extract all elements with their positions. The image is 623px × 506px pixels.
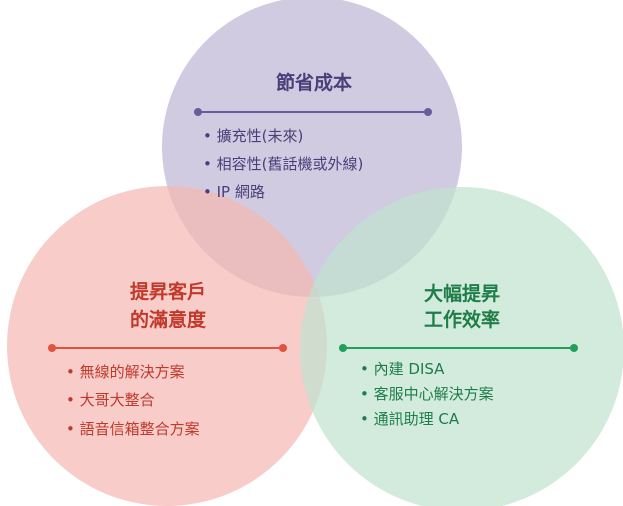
bullet-icon: • [360, 410, 374, 428]
left-circle-title-line1: 提昇客戶 [130, 280, 206, 303]
left-divider [48, 344, 287, 352]
top-circle-title: 節省成本 [276, 71, 352, 94]
top-item-scalability: • 擴充性(未來) [203, 127, 303, 145]
top-item-ip-network: • IP 網路 [203, 183, 265, 201]
circle-customer-satisfaction [7, 186, 327, 506]
right-item-ca: • 通訊助理 CA [360, 410, 460, 428]
bullet-icon: • [360, 360, 374, 378]
left-item-mobile: • 大哥大整合 [66, 391, 155, 409]
bullet-icon: • [360, 385, 374, 403]
top-item-compatibility: • 相容性(舊話機或外線) [203, 155, 363, 173]
right-circle-title-line1: 大幅提昇 [424, 282, 500, 305]
left-item-wireless: • 無線的解決方案 [66, 363, 185, 381]
bullet-icon: • [66, 363, 80, 381]
bullet-icon: • [66, 391, 80, 409]
right-item-call-center: • 客服中心解決方案 [360, 385, 494, 403]
right-divider [339, 344, 578, 352]
bullet-icon: • [203, 155, 217, 173]
left-circle-title-line2: 的滿意度 [130, 308, 207, 331]
top-divider [194, 108, 432, 116]
bullet-icon: • [203, 127, 217, 145]
bullet-icon: • [203, 183, 217, 201]
circle-work-efficiency [300, 187, 623, 506]
left-item-voicemail: • 語音信箱整合方案 [66, 420, 200, 438]
right-item-disa: • 內建 DISA [360, 360, 445, 378]
right-circle-title-line2: 工作效率 [424, 308, 500, 331]
bullet-icon: • [66, 420, 80, 438]
